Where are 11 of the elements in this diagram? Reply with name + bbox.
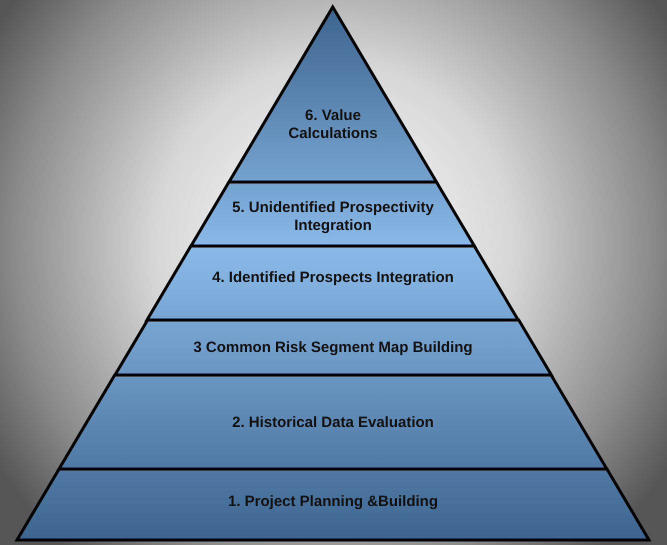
pyramid-layer [147,246,519,320]
pyramid-layer [17,469,649,540]
layer-label: 1. Project Planning &Building [226,493,439,511]
layer-label: 6. Value Calculations [287,107,379,143]
layer-label: 2. Historical Data Evaluation [231,414,435,432]
pyramid-apex [229,7,437,182]
layer-label: 4. Identified Prospects Integration [211,269,455,287]
layer-label: 3 Common Risk Segment Map Building [192,339,474,357]
pyramid-layer [191,182,475,246]
pyramid-layer [114,320,552,375]
layer-label: 5. Unidentified Prospectivity Integration [231,199,435,235]
